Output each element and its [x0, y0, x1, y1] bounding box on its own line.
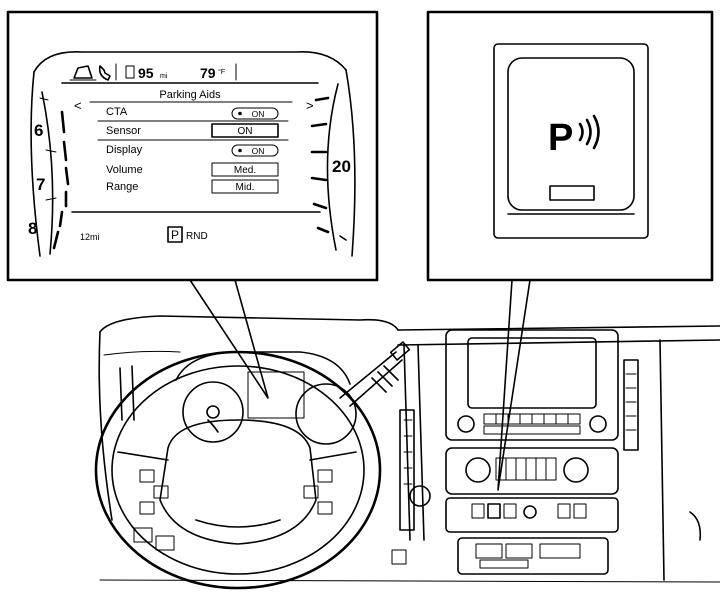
parking-sensor-p-icon: P — [548, 117, 573, 159]
menu-title: Parking Aids — [159, 89, 221, 101]
setting-label-cta: CTA — [106, 106, 128, 118]
setting-value-range: Mid. — [236, 182, 255, 193]
temperature-unit: °F — [218, 68, 225, 76]
navigation-screen — [467, 337, 597, 409]
speed-label-20: 20 — [332, 157, 351, 176]
indicator-light — [549, 185, 595, 201]
sonar-waves-icon — [578, 114, 600, 150]
setting-label-volume: Volume — [106, 164, 143, 176]
tach-label-6: 6 — [34, 121, 43, 140]
temperature-knob-right — [563, 457, 589, 483]
setting-label-display: Display — [106, 144, 143, 156]
switch-callout: P — [426, 10, 714, 491]
odometer: 12mi — [80, 232, 100, 242]
vehicle-icon — [69, 65, 97, 81]
setting-label-range: Range — [106, 181, 138, 193]
setting-value-cta: ON — [252, 109, 265, 119]
gear-indicator: P RND — [167, 226, 208, 243]
speedometer-scale: 20 — [310, 83, 351, 251]
phone-icon — [98, 65, 111, 81]
temperature-knob-left — [465, 457, 491, 483]
temperature-value: 79 — [200, 65, 216, 81]
range-value: 95 — [138, 65, 154, 81]
tach-label-7: 7 — [36, 175, 45, 194]
gear-others: RND — [186, 231, 208, 242]
center-stack — [445, 329, 619, 575]
parking-sensor-switch: P — [493, 43, 649, 239]
menu-nav-right-icon: > — [306, 98, 314, 113]
status-bar: 95 mi 79 °F — [61, 63, 319, 84]
range-unit: mi — [160, 73, 168, 80]
setting-value-volume: Med. — [234, 165, 256, 176]
dashboard-illustration — [94, 315, 720, 590]
tachometer-gauge — [182, 381, 244, 443]
tachometer-scale: 6 7 8 — [28, 91, 70, 255]
fuel-icon — [125, 65, 135, 79]
steering-wheel — [94, 350, 382, 590]
column-shifter — [339, 341, 411, 407]
meter-callout: 6 7 8 20 9 — [6, 10, 379, 399]
tach-label-8: 8 — [28, 219, 37, 238]
gear-selected: P — [171, 228, 179, 242]
menu-nav-left-icon: < — [74, 98, 82, 113]
speedometer-gauge — [295, 383, 357, 445]
setting-value-sensor: ON — [238, 126, 253, 137]
setting-value-display: ON — [252, 146, 265, 156]
parking-aids-menu: Parking Aids < > CTA ON Sensor ON Displa… — [71, 89, 321, 213]
parking-sensor-switch-location — [487, 503, 501, 519]
setting-label-sensor: Sensor — [106, 125, 141, 137]
